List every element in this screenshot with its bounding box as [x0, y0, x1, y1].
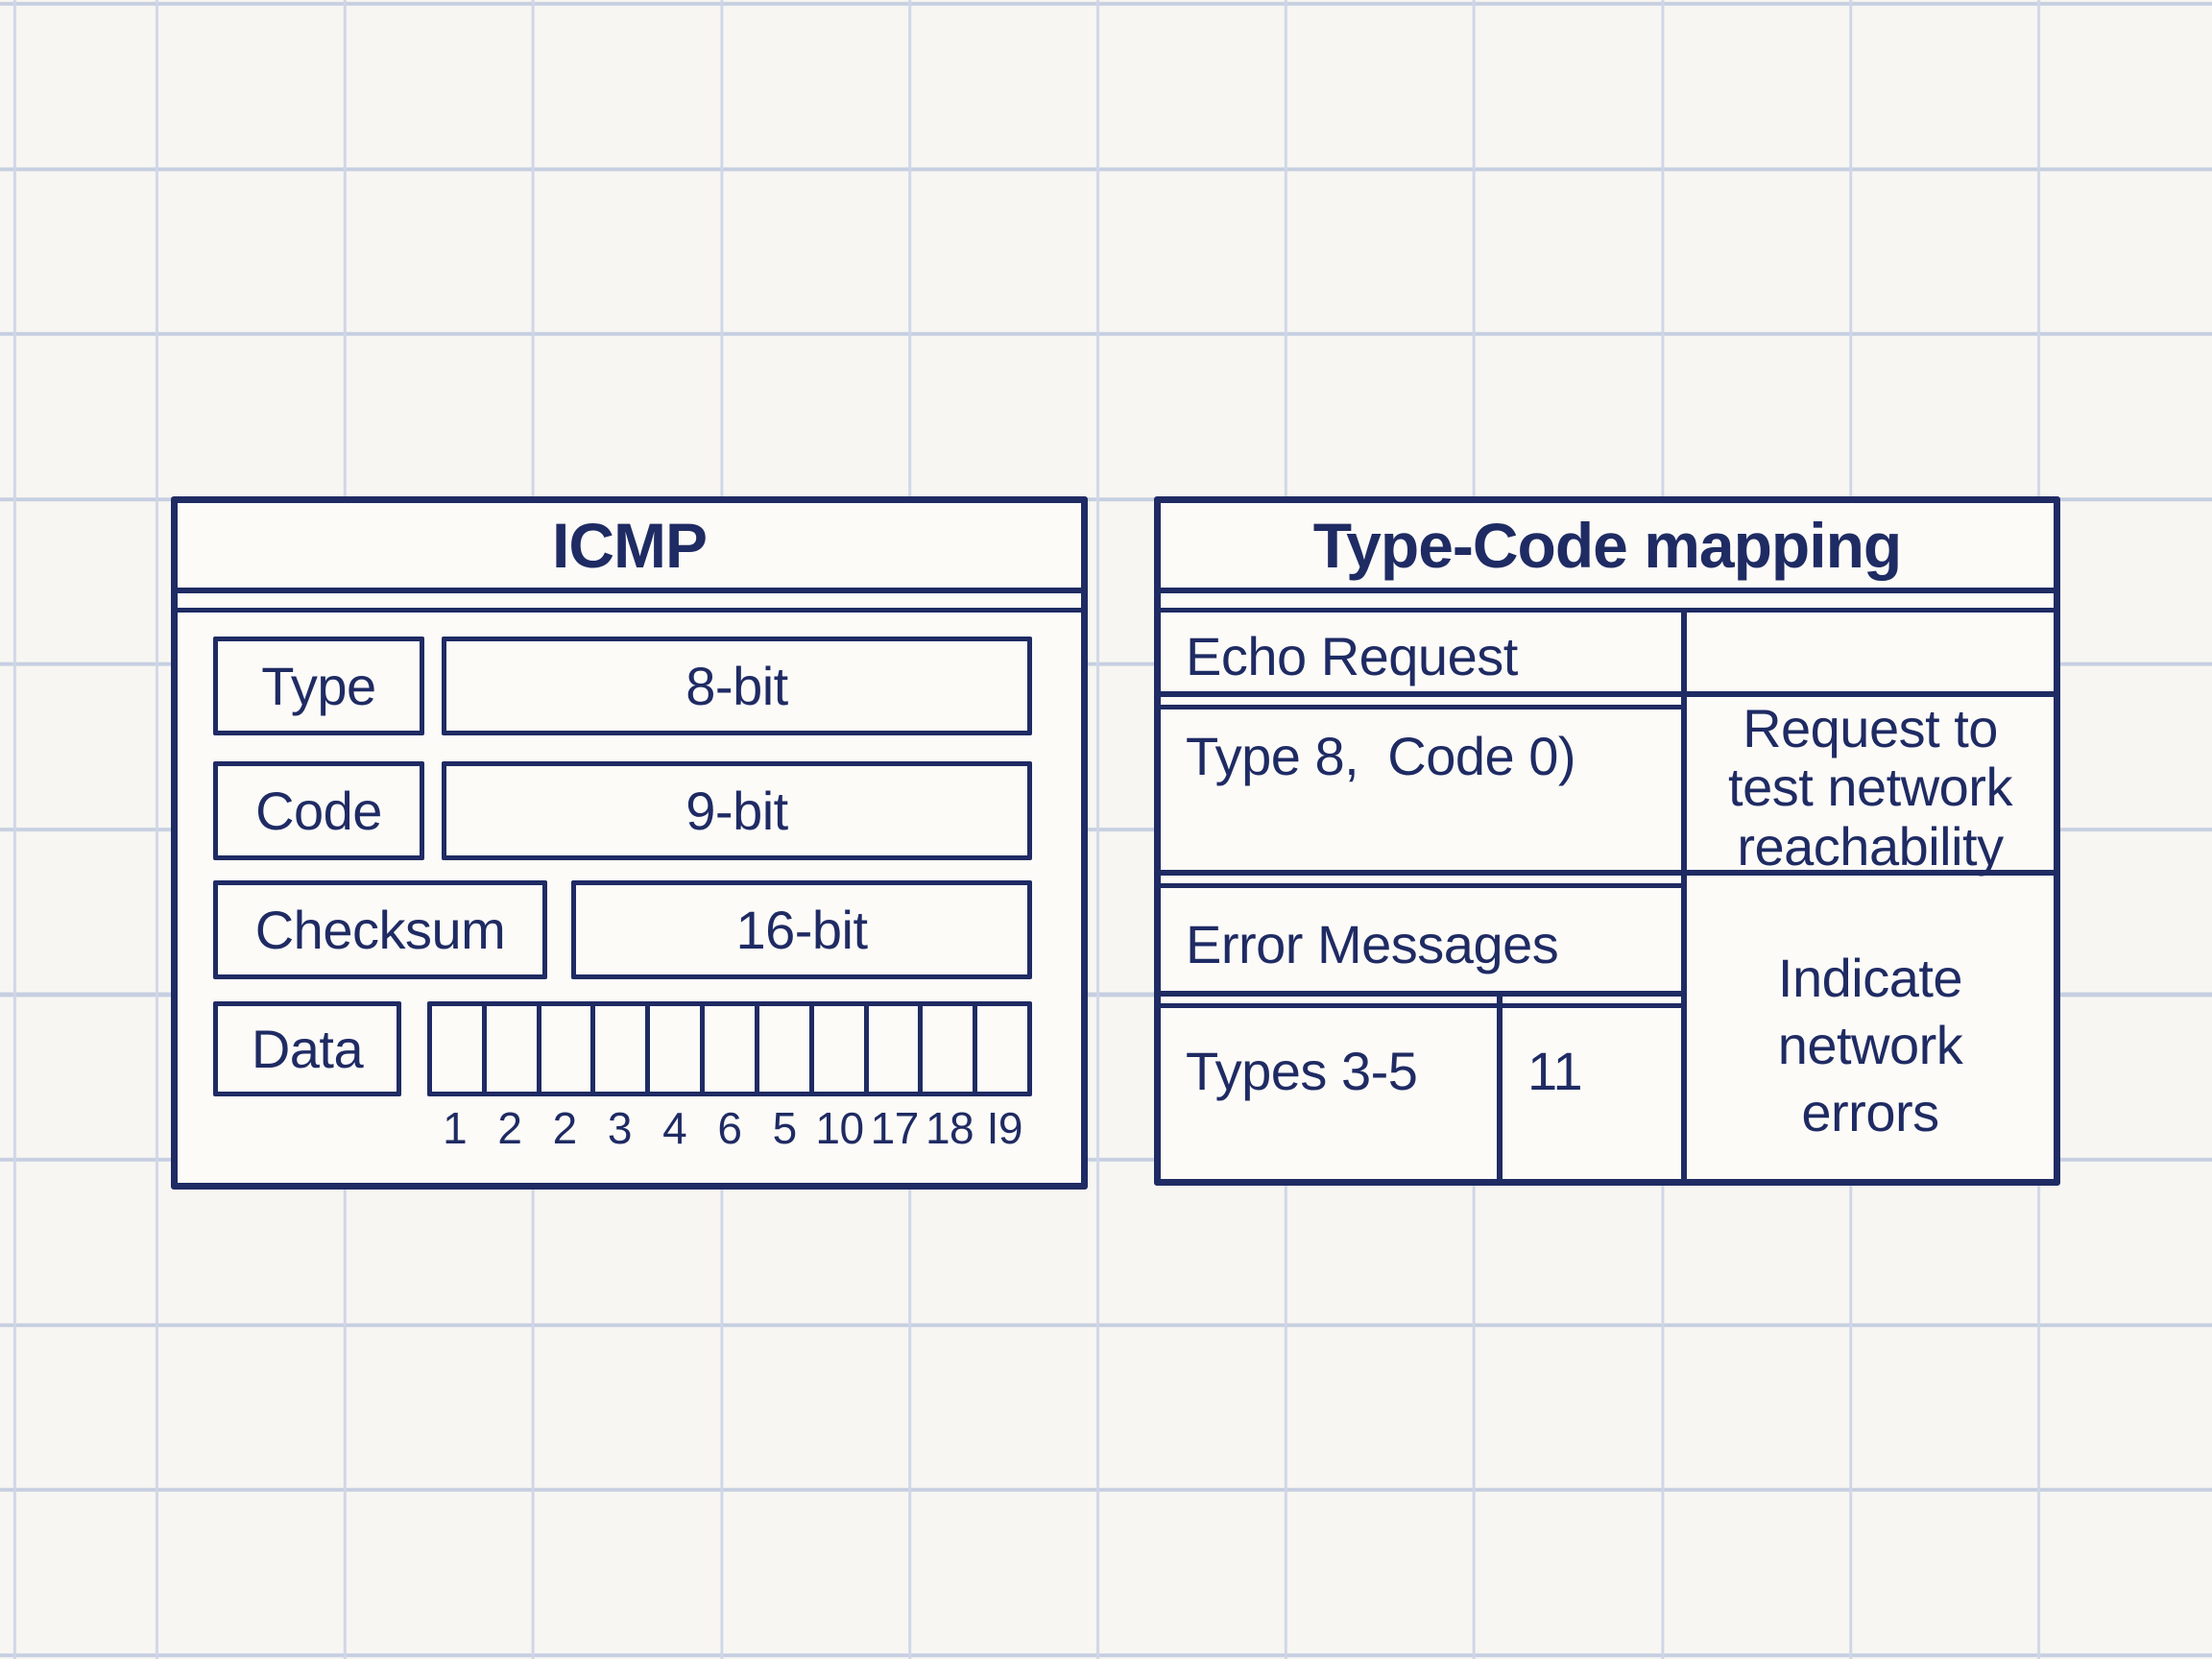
field-box-data: Data — [213, 1001, 401, 1096]
data-bit-cell — [705, 1006, 759, 1092]
error-description-cell: Indicate network errors — [1687, 883, 2054, 1179]
row-divider — [1161, 691, 2054, 697]
data-bit-cells — [427, 1001, 1032, 1096]
data-cell-number: 2 — [497, 1103, 522, 1153]
icmp-packet-panel: ICMP Type 8-bit Code 9-bit Checksum 16-b… — [171, 496, 1088, 1190]
data-bit-cell — [595, 1006, 651, 1092]
data-bit-cell — [432, 1006, 487, 1092]
data-bit-cell — [869, 1006, 924, 1092]
data-cell-number: 5 — [772, 1103, 798, 1153]
field-size-box-code: 9-bit — [442, 761, 1032, 860]
data-bit-cell — [487, 1006, 541, 1092]
field-label: Data — [251, 1019, 364, 1079]
field-size: 9-bit — [685, 781, 788, 841]
data-cell-number: 6 — [717, 1103, 742, 1153]
type-code-mapping-panel: Type-Code mapping Echo Request Type 8, C… — [1154, 496, 2060, 1186]
types-code-divider — [1497, 991, 1503, 1179]
field-box-code: Code — [213, 761, 424, 860]
data-cell-number: 3 — [607, 1103, 633, 1153]
data-bit-cell — [814, 1006, 869, 1092]
column-divider — [1681, 608, 1687, 1179]
error-types-cell: Types 3-5 — [1186, 1041, 1418, 1101]
row-divider-double — [1161, 883, 1681, 888]
title-double-rule — [178, 608, 1081, 613]
data-cell-number: 17 — [870, 1103, 920, 1153]
field-size-box-checksum: 16-bit — [571, 880, 1032, 979]
data-cell-number: I9 — [986, 1103, 1023, 1153]
title-double-rule — [1161, 608, 2054, 613]
data-bit-cell — [759, 1006, 814, 1092]
data-cell-number: 4 — [662, 1103, 687, 1153]
data-cell-number: 1 — [443, 1103, 468, 1153]
field-size: 8-bit — [685, 656, 788, 716]
data-bit-cell — [923, 1006, 978, 1092]
icmp-title-text: ICMP — [552, 510, 708, 581]
error-code-cell: 11 — [1527, 1041, 1583, 1101]
echo-type-code-cell: Type 8, Code 0) — [1186, 726, 1576, 786]
mapping-panel-title: Type-Code mapping — [1161, 503, 2054, 593]
field-label: Type — [261, 656, 376, 716]
error-description-text: Indicate network errors — [1777, 948, 1963, 1142]
icmp-panel-title: ICMP — [178, 503, 1081, 593]
data-cell-number: 2 — [552, 1103, 578, 1153]
echo-request-cell: Echo Request — [1186, 626, 1518, 686]
field-box-checksum: Checksum — [213, 880, 547, 979]
row-divider — [1161, 991, 1681, 997]
data-cell-number: 10 — [815, 1103, 864, 1153]
data-bit-cell — [650, 1006, 706, 1092]
row-divider-double — [1161, 705, 1681, 709]
field-size-box-type: 8-bit — [442, 637, 1032, 735]
field-label: Code — [255, 781, 382, 841]
data-bit-cell — [977, 1006, 1027, 1092]
echo-description-text: Request to test network reachability — [1728, 697, 2012, 877]
echo-description-cell: Request to test network reachability — [1687, 698, 2054, 876]
row-divider — [1161, 870, 2054, 876]
field-box-type: Type — [213, 637, 424, 735]
mapping-title-text: Type-Code mapping — [1312, 510, 1902, 581]
row-divider-double — [1161, 1003, 1681, 1008]
field-size: 16-bit — [735, 900, 868, 960]
data-cell-number: 18 — [925, 1103, 974, 1153]
data-bit-cell — [541, 1006, 596, 1092]
error-messages-cell: Error Messages — [1186, 914, 1559, 974]
field-label: Checksum — [254, 900, 506, 960]
